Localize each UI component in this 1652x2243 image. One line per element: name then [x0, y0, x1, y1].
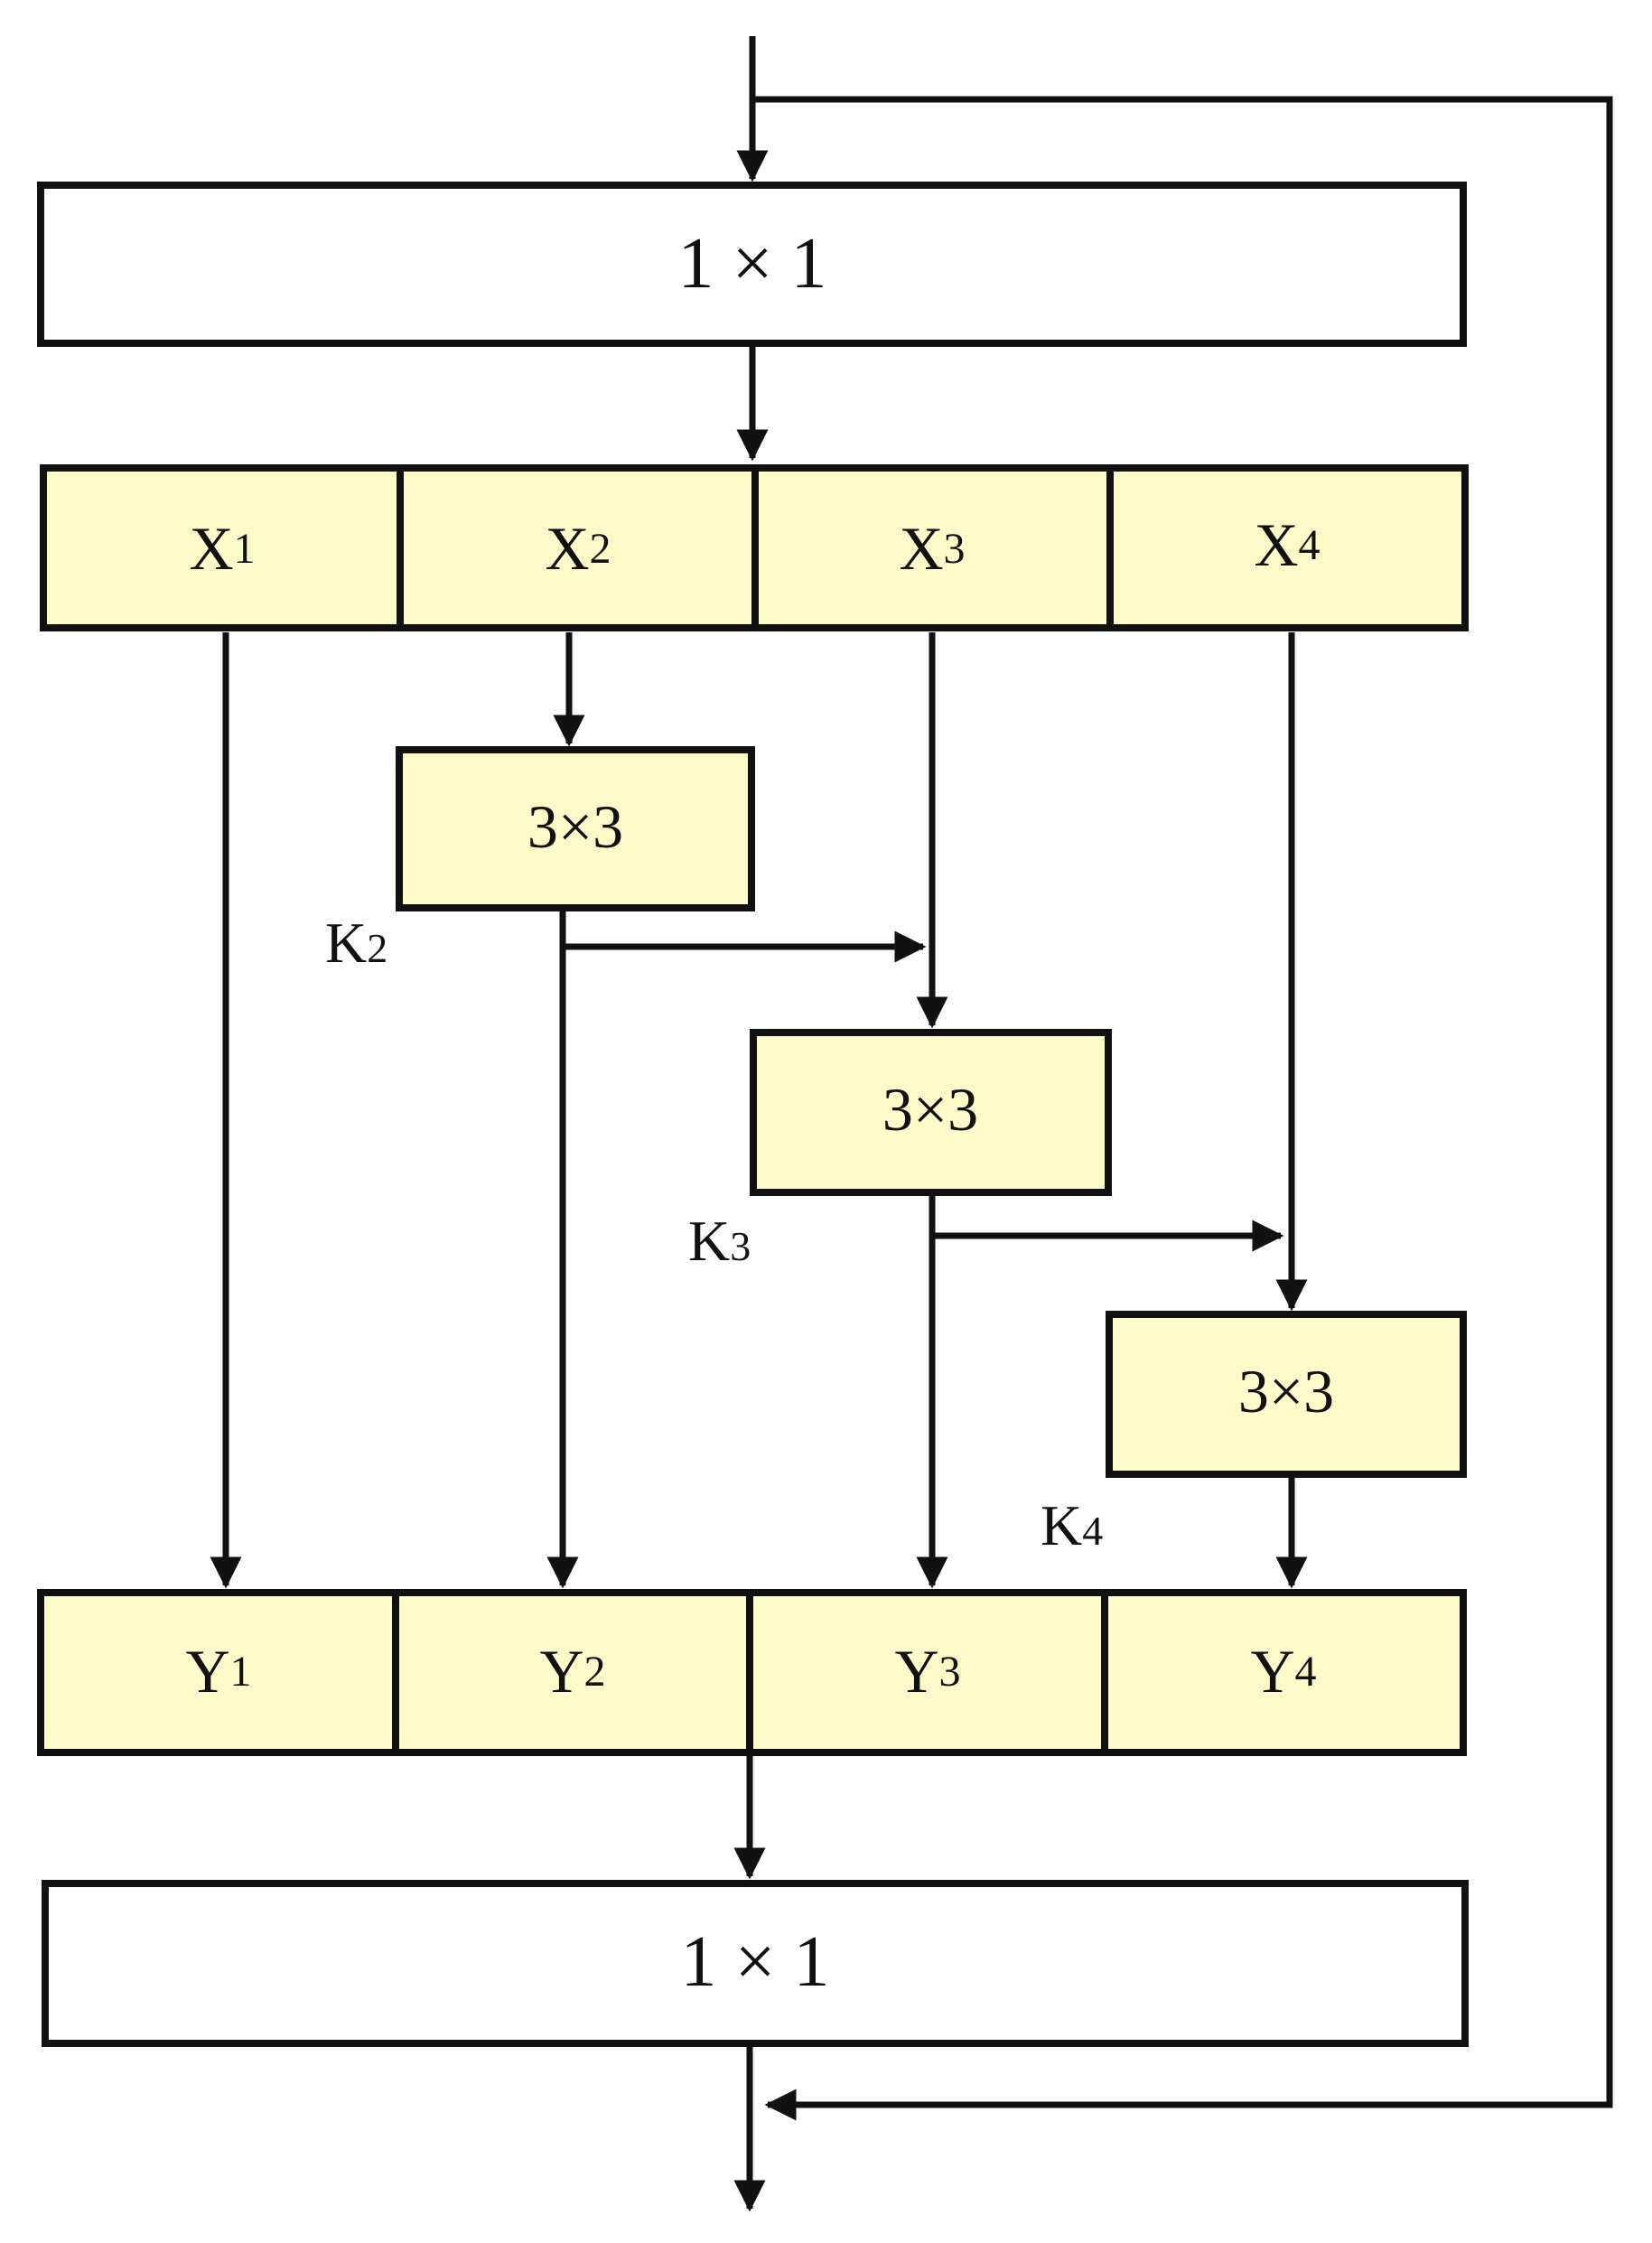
- k3-letter: K: [688, 1209, 730, 1273]
- x4-cell: X4: [1106, 464, 1469, 631]
- conv-3x3-k3-label: 3×3: [882, 1075, 978, 1144]
- k4-index: 4: [1082, 1508, 1103, 1554]
- y3-letter: Y: [894, 1637, 938, 1706]
- residual-skip-path: [752, 96, 1613, 2121]
- x2-index: 2: [590, 525, 611, 573]
- x1-cell: X1: [40, 464, 404, 631]
- svg-text:Y3: Y3: [894, 1637, 960, 1706]
- svg-text:Y4: Y4: [1250, 1637, 1316, 1706]
- y1-cell: Y1: [37, 1589, 399, 1756]
- svg-text:K2: K2: [325, 911, 387, 975]
- conv-1x1-output-label: 1 × 1: [680, 1922, 829, 2002]
- y4-cell: Y4: [1101, 1589, 1467, 1756]
- y3-index: 3: [939, 1648, 961, 1696]
- conv-1x1-input-label: 1 × 1: [677, 224, 826, 304]
- x2-letter: X: [545, 514, 589, 583]
- conv-3x3-k4-label: 3×3: [1238, 1357, 1334, 1425]
- conv-1x1-input-block: 1 × 1: [37, 182, 1467, 347]
- svg-text:X1: X1: [189, 514, 255, 583]
- x2-cell: X2: [397, 464, 759, 631]
- conv-3x3-k2-block: 3×3: [396, 746, 755, 911]
- output-row: Y1 Y2 Y3 Y4: [37, 1589, 1467, 1756]
- y1-letter: Y: [185, 1637, 229, 1706]
- k2-index: 2: [367, 925, 387, 971]
- svg-text:X3: X3: [899, 514, 965, 583]
- x1-letter: X: [189, 514, 233, 583]
- x4-letter: X: [1254, 510, 1298, 579]
- y1-index: 1: [230, 1648, 252, 1696]
- conv-3x3-k2-label: 3×3: [527, 792, 623, 861]
- split-input-row: X1 X2 X3 X4: [40, 464, 1469, 631]
- conv-3x3-k3-block: 3×3: [750, 1029, 1112, 1196]
- svg-text:Y2: Y2: [539, 1637, 605, 1706]
- y4-index: 4: [1295, 1648, 1317, 1696]
- conv-1x1-output-block: 1 × 1: [42, 1880, 1469, 2047]
- k2-letter: K: [325, 911, 367, 975]
- x1-index: 1: [234, 525, 256, 573]
- svg-text:X4: X4: [1254, 510, 1320, 579]
- y2-letter: Y: [539, 1637, 583, 1706]
- connections: [210, 36, 1613, 2212]
- y2-index: 2: [584, 1648, 606, 1696]
- x4-index: 4: [1299, 521, 1321, 569]
- svg-text:K3: K3: [688, 1209, 751, 1273]
- x3-letter: X: [899, 514, 943, 583]
- y4-letter: Y: [1250, 1637, 1294, 1706]
- k3-index: 3: [730, 1223, 751, 1269]
- svg-text:K4: K4: [1041, 1493, 1103, 1557]
- x3-index: 3: [944, 525, 966, 573]
- y2-cell: Y2: [392, 1589, 753, 1756]
- y3-cell: Y3: [746, 1589, 1108, 1756]
- conv-3x3-k4-block: 3×3: [1106, 1311, 1467, 1478]
- k4-letter: K: [1041, 1493, 1082, 1557]
- x3-cell: X3: [751, 464, 1114, 631]
- svg-text:Y1: Y1: [185, 1637, 251, 1706]
- svg-text:X2: X2: [545, 514, 611, 583]
